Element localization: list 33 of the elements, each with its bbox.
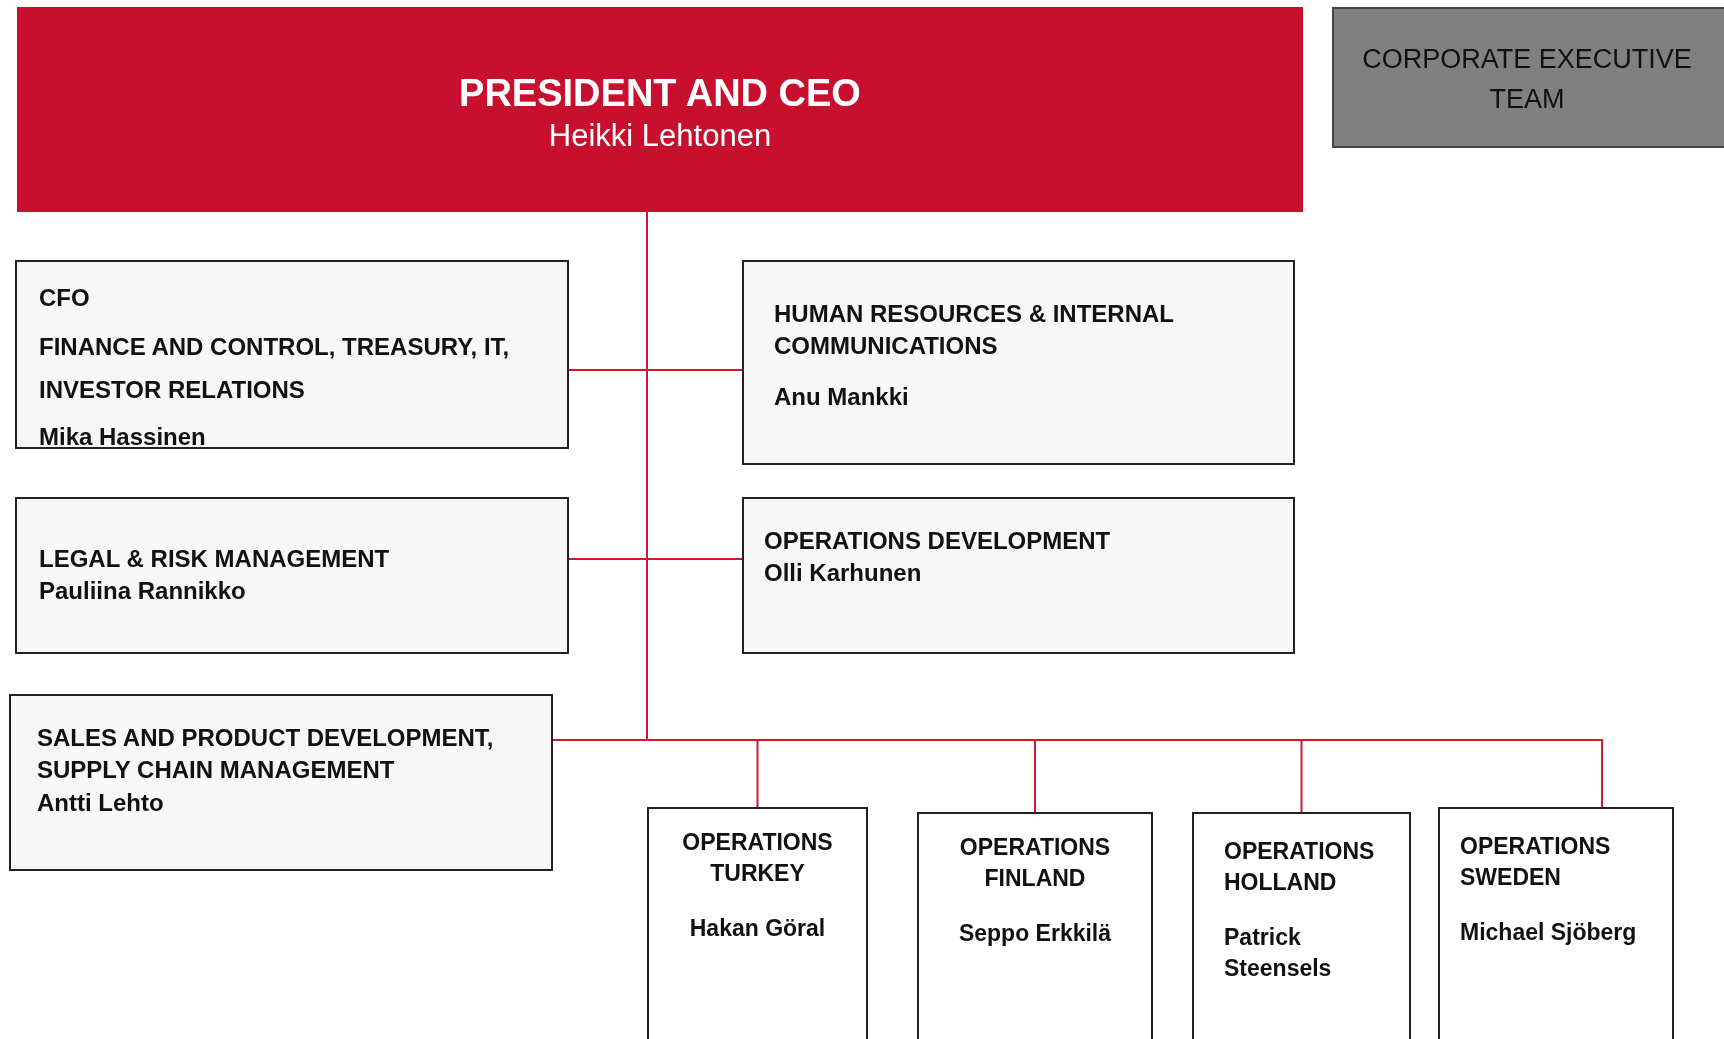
team-box	[1332, 7, 1724, 148]
person-name: Antti Lehto	[37, 787, 165, 818]
person-name: Mika Hassinen	[39, 422, 207, 452]
person-name: Seppo Erkkilä	[957, 919, 1113, 949]
operations-box	[1438, 807, 1674, 1039]
role-title: LEGAL & RISK MANAGEMENT	[39, 544, 391, 574]
role-title: FINANCE AND CONTROL, TREASURY, IT, INVESTOR RELATIONS	[39, 332, 511, 405]
person-name: Pauliina Rannikko	[39, 576, 247, 607]
department-box	[742, 497, 1295, 654]
person-name: Hakan Göral	[688, 914, 827, 944]
person-name: Olli Karhunen	[764, 558, 923, 589]
operations-box	[647, 807, 868, 1039]
person-name: Anu Mankki	[774, 381, 910, 412]
role-title: OPERATIONS HOLLAND	[1224, 837, 1376, 898]
operations-box	[917, 812, 1153, 1039]
department-box	[15, 260, 569, 449]
operations-box	[1192, 812, 1411, 1039]
role-title: OPERATIONS TURKEY	[681, 828, 834, 889]
department-box	[9, 694, 553, 871]
person-name: Heikki Lehtonen	[547, 116, 773, 154]
role-title: SALES AND PRODUCT DEVELOPMENT, SUPPLY CHAIN MANAGEMENT	[37, 723, 495, 786]
role-title: OPERATIONS SWEDEN	[1460, 832, 1612, 893]
role-title: HUMAN RESOURCES & INTERNAL COMMUNICATIONS	[774, 299, 1175, 362]
role-title: CFO	[39, 283, 91, 313]
role-title: PRESIDENT AND CEO	[458, 71, 862, 116]
ceo-box	[17, 7, 1303, 212]
team-title: CORPORATE EXECUTIVE TEAM	[1361, 43, 1693, 116]
role-title: OPERATIONS DEVELOPMENT	[764, 526, 1112, 556]
person-name: Michael Sjöberg	[1460, 918, 1638, 948]
department-box	[15, 497, 569, 654]
role-title: OPERATIONS FINLAND	[958, 833, 1112, 894]
person-name: Patrick Steensels	[1224, 923, 1333, 984]
department-box	[742, 260, 1295, 465]
